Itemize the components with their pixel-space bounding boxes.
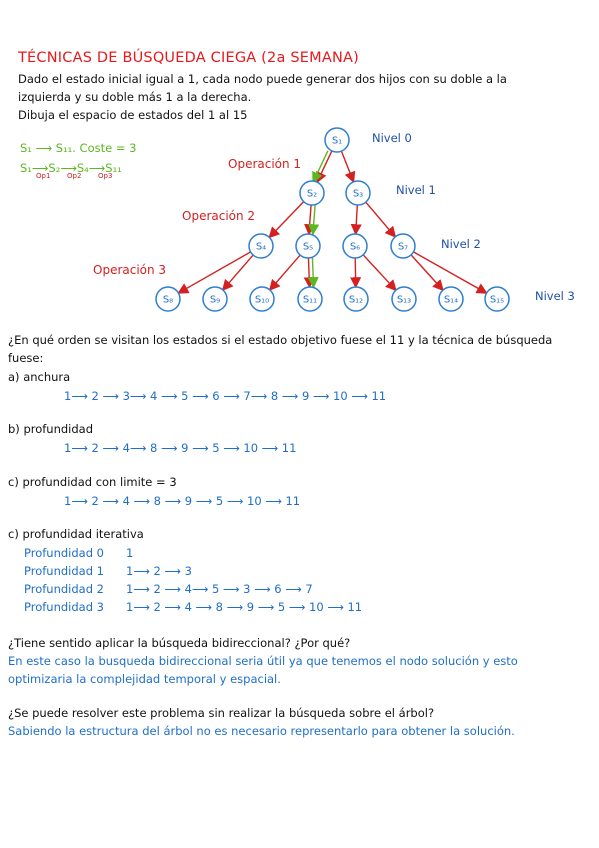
tree-edge — [304, 204, 316, 236]
arrow-icon: ⟶ — [31, 161, 49, 175]
tree-edge — [221, 254, 254, 291]
tree-edge — [312, 150, 329, 184]
tree-node-label: S₈ — [163, 295, 173, 306]
tree-node-label: S₁₁ — [303, 295, 317, 306]
tree-node — [438, 286, 464, 312]
intro-line-3: Dibuja el espacio de estados del 1 al 15 — [18, 108, 248, 122]
tree-edge — [316, 150, 333, 184]
op-label: Op1 — [36, 172, 51, 180]
op-label: Op2 — [67, 172, 82, 180]
tree-edge — [350, 204, 362, 236]
tree-node — [343, 286, 369, 312]
tree-node — [249, 286, 275, 312]
path-node: S₁ — [20, 161, 32, 175]
tree-edge — [268, 201, 305, 239]
operation-label: Operación 2 — [182, 209, 256, 223]
iter-label: Profundidad 0 — [24, 546, 104, 560]
iter-sequence: 1⟶ 2 ⟶ 4⟶ 5 ⟶ 3 ⟶ 6 ⟶ 7 — [126, 582, 313, 596]
operation-label: Operación 1 — [228, 157, 302, 171]
tree-node — [299, 180, 325, 206]
level-label: Nivel 0 — [372, 131, 412, 145]
answer-2-line-1: En este caso la busqueda bidireccional s… — [8, 654, 518, 668]
iter-sequence: 1 — [126, 546, 134, 560]
tree-node — [342, 233, 368, 259]
path-node: S₁₁ — [105, 161, 122, 175]
arrow-icon: ⟶ — [60, 161, 77, 175]
tree-node-label: S₁ — [332, 136, 342, 147]
tree-node — [248, 233, 274, 259]
answer-b-label: b) profundidad — [8, 422, 94, 436]
tree-node — [155, 286, 181, 312]
path-node: S₄ — [76, 161, 89, 175]
tree-node-label: S₅ — [303, 242, 313, 253]
tree-edge — [349, 257, 362, 289]
tree-node — [345, 180, 371, 206]
tree-node — [324, 127, 350, 153]
path-note: S₁⟶S₂⟶S₄⟶S₁₁ — [20, 157, 122, 176]
level-label: Nivel 3 — [535, 289, 575, 303]
tree-edge — [308, 204, 320, 236]
tree-node-label: S₃ — [353, 189, 363, 200]
state-space-tree: S₁ S₂ S₃ S₄ S₅ S₆ S₇ S₈ S₉ S₁₀ S₁₁ S₁₂ S₁₃ S₁₄ S₁₅ — [155, 127, 510, 312]
iter-sequence: 1⟶ 2 ⟶ 3 — [126, 564, 192, 578]
tree-node — [295, 233, 321, 259]
answer-a-label: a) anchura — [8, 370, 71, 384]
iter-label: Profundidad 1 — [24, 564, 104, 578]
tree-edge — [340, 150, 356, 184]
tree-node-label: S₇ — [398, 242, 408, 253]
tree-edge — [307, 257, 319, 289]
cost-note: S₁ ⟶ S₁₁. Coste = 3 — [20, 141, 137, 155]
tree-node — [484, 286, 510, 312]
tree-edge — [365, 201, 397, 238]
intro-line-2: izquierda y su doble más 1 a la derecha. — [18, 90, 252, 104]
question-3: ¿Se puede resolver este problema sin rea… — [8, 706, 435, 720]
tree-node-label: S₆ — [350, 242, 360, 253]
answer-a-sequence: 1⟶ 2 ⟶ 3⟶ 4 ⟶ 5 ⟶ 6 ⟶ 7⟶ 8 ⟶ 9 ⟶ 10 ⟶ 11 — [64, 389, 387, 403]
answer-b-sequence: 1⟶ 2 ⟶ 4⟶ 8 ⟶ 9 ⟶ 5 ⟶ 10 ⟶ 11 — [64, 441, 297, 455]
path-node: S₂ — [48, 161, 61, 175]
tree-node-label: S₁₂ — [349, 295, 363, 306]
arrow-icon: ⟶ — [88, 161, 106, 175]
tree-node-label: S₁₅ — [490, 295, 504, 306]
op-label: Op3 — [98, 172, 113, 180]
tree-node — [390, 233, 416, 259]
tree-edge — [413, 251, 488, 294]
tree-node — [391, 286, 417, 312]
iter-sequence: 1⟶ 2 ⟶ 4 ⟶ 8 ⟶ 9 ⟶ 5 ⟶ 10 ⟶ 11 — [126, 600, 363, 614]
tree-node-label: S₁₄ — [444, 295, 458, 306]
iter-label: Profundidad 3 — [24, 600, 104, 614]
tree-node-label: S₄ — [256, 242, 266, 253]
answer-2-line-2: optimizaria la complejidad temporal y es… — [8, 672, 281, 686]
answer-c-sequence: 1⟶ 2 ⟶ 4 ⟶ 8 ⟶ 9 ⟶ 5 ⟶ 10 ⟶ 11 — [64, 494, 301, 508]
question-1-line-1: ¿En qué orden se visitan los estados si … — [8, 333, 553, 347]
level-label: Nivel 2 — [441, 237, 481, 251]
tree-node — [202, 286, 228, 312]
page-title: TÉCNICAS DE BÚSQUEDA CIEGA (2a SEMANA) — [18, 50, 359, 66]
intro-line-1: Dado el estado inicial igual a 1, cada n… — [18, 72, 507, 86]
answer-c-label: c) profundidad con limite = 3 — [8, 475, 177, 489]
iter-label: Profundidad 2 — [24, 582, 104, 596]
level-label: Nivel 1 — [396, 183, 436, 197]
tree-edge — [177, 251, 251, 294]
tree-node-label: S₁₃ — [397, 295, 411, 306]
question-2: ¿Tiene sentido aplicar la búsqueda bidir… — [8, 636, 351, 650]
question-1-line-2: fuese: — [8, 351, 44, 365]
tree-node-label: S₂ — [307, 189, 317, 200]
answer-3: Sabiendo la estructura del árbol no es n… — [8, 724, 515, 738]
tree-edge — [303, 257, 315, 289]
tree-node-label: S₁₀ — [255, 295, 269, 306]
tree-edge — [410, 254, 444, 292]
tree-edge — [268, 254, 301, 291]
tree-node — [297, 286, 323, 312]
operation-label: Operación 3 — [93, 263, 167, 277]
tree-node-label: S₉ — [210, 295, 220, 306]
tree-edge — [362, 254, 397, 292]
answer-d-label: c) profundidad iterativa — [8, 527, 144, 541]
